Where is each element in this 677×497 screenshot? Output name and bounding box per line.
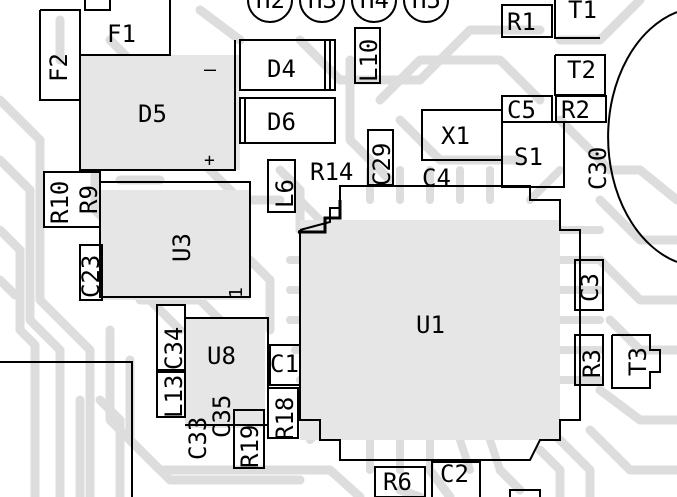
label-r19: R19 — [236, 425, 264, 468]
label-h4: H4 — [360, 0, 389, 14]
label-d4: D4 — [267, 55, 296, 83]
label-u1: U1 — [416, 311, 445, 339]
label-r14: R14 — [310, 158, 353, 186]
label-c5: C5 — [507, 96, 536, 124]
label-d5: D5 — [138, 100, 167, 128]
mounting-holes — [247, 0, 449, 23]
label-r10: R10 — [46, 181, 74, 224]
label-u3: U3 — [168, 233, 196, 262]
label-plus: + — [204, 150, 215, 171]
label-l6: L6 — [271, 179, 299, 208]
label-c34: C34 — [160, 327, 188, 370]
coin-cell-outline — [607, 11, 677, 263]
label-r6: R6 — [383, 468, 412, 496]
label-minus: – — [204, 57, 217, 81]
reference-designators: H2 H3 H4 H5 F1 F2 D5 – + D4 D6 L10 R1 T1… — [45, 0, 652, 496]
label-r3: R3 — [578, 349, 606, 378]
label-r1: R1 — [507, 8, 536, 36]
label-l13: L13 — [160, 375, 188, 418]
label-r9: R9 — [75, 185, 103, 214]
label-l10: L10 — [355, 39, 383, 82]
label-c4: C4 — [422, 164, 451, 192]
label-h2: H2 — [256, 0, 285, 14]
label-u3-pin1: 1 — [226, 287, 247, 298]
label-r18: R18 — [271, 397, 299, 440]
label-x1: X1 — [441, 122, 470, 150]
label-s1: S1 — [514, 143, 543, 171]
label-h3: H3 — [308, 0, 337, 14]
label-c29: C29 — [368, 143, 396, 186]
label-c35: C35 — [208, 395, 236, 438]
label-f1: F1 — [107, 20, 136, 48]
label-u8: U8 — [207, 342, 236, 370]
label-h5: H5 — [412, 0, 441, 14]
label-c30: C30 — [584, 147, 612, 190]
label-d6: D6 — [267, 108, 296, 136]
label-t1: T1 — [568, 0, 597, 24]
label-c1: C1 — [270, 350, 299, 378]
label-f2: F2 — [45, 53, 73, 82]
label-c2: C2 — [440, 460, 469, 488]
label-t2: T2 — [567, 56, 596, 84]
label-c3: C3 — [576, 273, 604, 302]
label-r2: R2 — [561, 96, 590, 124]
label-c23: C23 — [77, 255, 105, 298]
label-t3: T3 — [624, 347, 652, 376]
label-c33: C33 — [184, 417, 212, 460]
u1-pin1-marker — [298, 200, 342, 234]
